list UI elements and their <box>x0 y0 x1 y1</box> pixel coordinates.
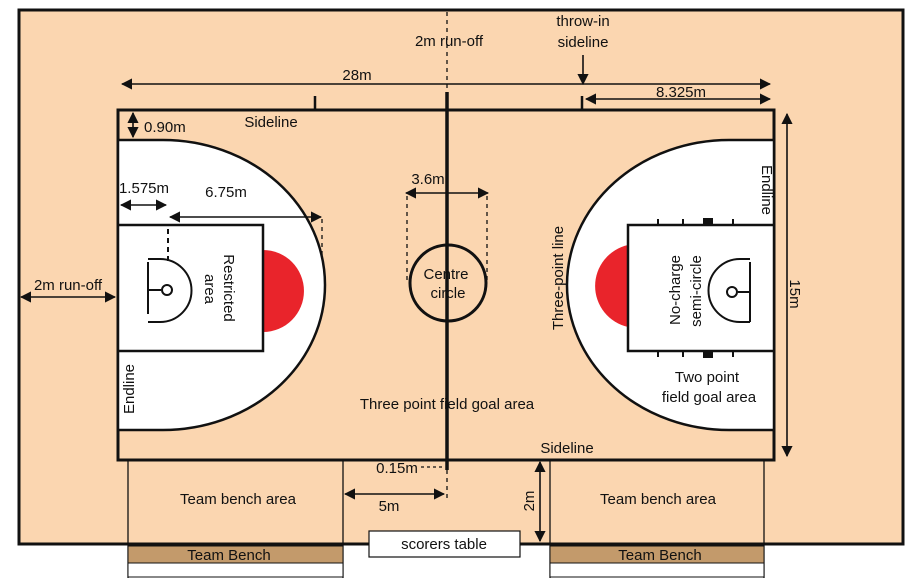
label-sideline-bottom: Sideline <box>540 440 593 457</box>
bench-left-outline <box>127 562 344 578</box>
label-bench-area-left: Team bench area <box>180 491 297 508</box>
label-scorers-table: scorers table <box>401 536 487 553</box>
label-three-point-line: Three-point line <box>550 226 567 330</box>
label-bench-depth: 2m <box>521 491 538 512</box>
label-endline-right: Endline <box>758 165 775 215</box>
label-throw-in-line1: throw-in <box>556 13 609 30</box>
label-centre-circle-line1: Centre <box>423 266 468 283</box>
label-no-charge-line1: No-charge <box>667 255 684 325</box>
label-two-point-line2: field goal area <box>662 389 757 406</box>
label-restricted-line1: Restricted <box>220 254 237 322</box>
label-three-point-radius: 6.75m <box>205 184 247 201</box>
centre-width-guides <box>406 196 488 283</box>
label-bench-distance: 5m <box>379 498 400 515</box>
label-two-point-line1: Two point <box>675 369 740 386</box>
label-team-bench-left: Team Bench <box>187 547 270 564</box>
scorers-table <box>368 530 521 558</box>
restricted-semicircle-left <box>263 250 304 332</box>
basket-left <box>147 229 193 323</box>
label-endline-left: Endline <box>121 364 138 414</box>
label-throw-in-distance: 8.325m <box>656 84 706 101</box>
dimension-arrows <box>19 55 793 543</box>
label-length: 28m <box>342 67 371 84</box>
label-centre-width: 3.6m <box>411 171 444 188</box>
label-centre-circle-line2: circle <box>430 285 465 302</box>
basket-right <box>707 258 751 323</box>
bench-right-outline <box>549 562 765 578</box>
label-baseline-offset: 0.90m <box>144 119 186 136</box>
label-run-off-top: 2m run-off <box>415 33 484 50</box>
label-centre-line-offset: 0.15m <box>376 460 418 477</box>
restricted-semicircle-right <box>595 245 628 327</box>
label-three-point-area: Three point field goal area <box>360 396 535 413</box>
label-throw-in-line2: sideline <box>558 34 609 51</box>
key-hash-marks <box>657 218 734 358</box>
label-bench-area-right: Team bench area <box>600 491 717 508</box>
label-team-bench-right: Team Bench <box>618 547 701 564</box>
label-basket-distance: 1.575m <box>119 180 169 197</box>
label-run-off-left: 2m run-off <box>34 277 103 294</box>
label-restricted-line2: area <box>201 274 218 305</box>
label-width: 15m <box>786 279 803 308</box>
label-no-charge-line2: semi-circle <box>688 255 705 327</box>
label-sideline-top: Sideline <box>244 114 297 131</box>
centre-circle <box>408 243 488 323</box>
throw-in-ticks <box>313 96 584 110</box>
